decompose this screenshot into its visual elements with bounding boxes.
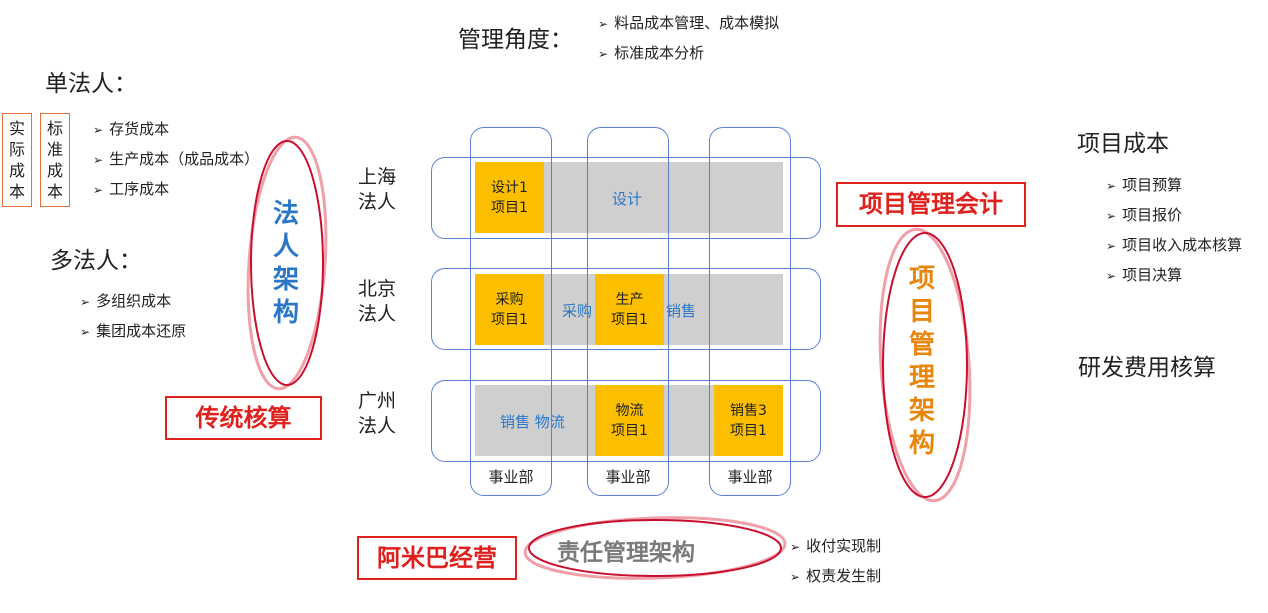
list-item: 项目收入成本核算 [1122,236,1243,254]
cell-line: 项目1 [611,422,648,439]
standard-cost-box: 标准成本 [40,113,70,207]
rd-title: 研发费用核算 [1078,355,1216,381]
row-box-guangzhou [431,380,821,462]
arrow-icon: ➢ [598,17,609,31]
dept-label-3: 事业部 [727,468,773,486]
cell-line: 生产 [615,291,644,308]
row3-label: 销售 物流 [500,413,565,431]
list-item: 标准成本分析 [614,44,705,62]
pm-ellipse-shadow [878,227,972,503]
arrow-icon: ➢ [80,325,91,339]
cell-line: 设计1 [491,179,528,196]
list-item: 生产成本（成品成本） [109,150,260,168]
legal-ellipse [250,140,324,386]
list-item: 项目预算 [1122,176,1183,194]
list-item: 集团成本还原 [96,322,187,340]
col-box-3 [709,127,791,496]
legal-arch-label: 法人架构 [272,199,299,328]
row-label-beijing: 北京法人 [358,278,397,325]
list-item: 存货成本 [109,120,170,138]
list-item: 多组织成本 [96,292,172,310]
arrow-icon: ➢ [93,153,104,167]
pm-accounting-box: 项目管理会计 [836,182,1026,227]
traditional-box: 传统核算 [165,396,322,440]
arrow-icon: ➢ [790,570,801,584]
arrow-icon: ➢ [93,123,104,137]
row2-label-b: 销售 [666,302,697,320]
resp-arch-label: 责任管理架构 [557,540,695,566]
actual-cost-box: 实际成本 [2,113,32,207]
multi-title: 多法人： [50,248,142,274]
cell-line: 销售3 [730,402,767,419]
legal-ellipse-shadow [246,135,328,391]
arrow-icon: ➢ [1106,209,1117,223]
cell-line: 项目1 [611,311,648,328]
multi-list: ➢ 多组织成本 ➢ 集团成本还原 [80,287,186,347]
arrow-icon: ➢ [93,183,104,197]
pm-ellipse [882,232,968,498]
row-label-shanghai: 上海法人 [358,166,397,213]
col-box-1 [470,127,552,496]
project-cost-title: 项目成本 [1077,131,1169,157]
row-label-guangzhou: 广州法人 [358,390,397,437]
cell-line: 项目1 [491,199,528,216]
col-box-2 [587,127,669,496]
resp-ellipse [528,519,782,577]
single-title: 单法人： [45,71,137,97]
cell-logistics-project: 物流项目1 [595,385,664,456]
resp-ellipse-shadow [523,516,787,580]
row-box-beijing [431,268,821,350]
row-box-shanghai [431,157,821,239]
dept-label-1: 事业部 [488,468,534,486]
list-item: 项目决算 [1122,266,1183,284]
single-list: ➢ 存货成本 ➢ 生产成本（成品成本） ➢ 工序成本 [93,115,259,205]
amoeba-box: 阿米巴经营 [357,536,517,580]
row2-label-a: 采购 [562,302,593,320]
list-item: 工序成本 [109,180,170,198]
arrow-icon: ➢ [1106,179,1117,193]
cell-line: 项目1 [730,422,767,439]
list-item: 权责发生制 [806,567,882,585]
mgmt-list: ➢ 料品成本管理、成本模拟 ➢ 标准成本分析 [598,9,779,69]
cell-line: 采购 [495,291,524,308]
arrow-icon: ➢ [80,295,91,309]
cell-production-project: 生产项目1 [595,274,664,345]
list-item: 项目报价 [1122,206,1183,224]
mgmt-title: 管理角度： [458,27,573,53]
cell-line: 物流 [615,402,644,419]
arrow-icon: ➢ [598,47,609,61]
arrow-icon: ➢ [1106,269,1117,283]
list-item: 料品成本管理、成本模拟 [614,14,780,32]
dept-label-2: 事业部 [605,468,651,486]
cell-line: 项目1 [491,311,528,328]
pm-arch-label: 项目管理架构 [908,264,935,459]
cell-purchase-project: 采购项目1 [475,274,544,345]
arrow-icon: ➢ [790,540,801,554]
list-item: 收付实现制 [806,537,882,555]
row1-label: 设计 [612,190,643,208]
resp-list: ➢ 收付实现制 ➢ 权责发生制 [790,532,881,592]
arrow-icon: ➢ [1106,239,1117,253]
project-cost-list: ➢ 项目预算 ➢ 项目报价 ➢ 项目收入成本核算 ➢ 项目决算 [1106,171,1242,291]
